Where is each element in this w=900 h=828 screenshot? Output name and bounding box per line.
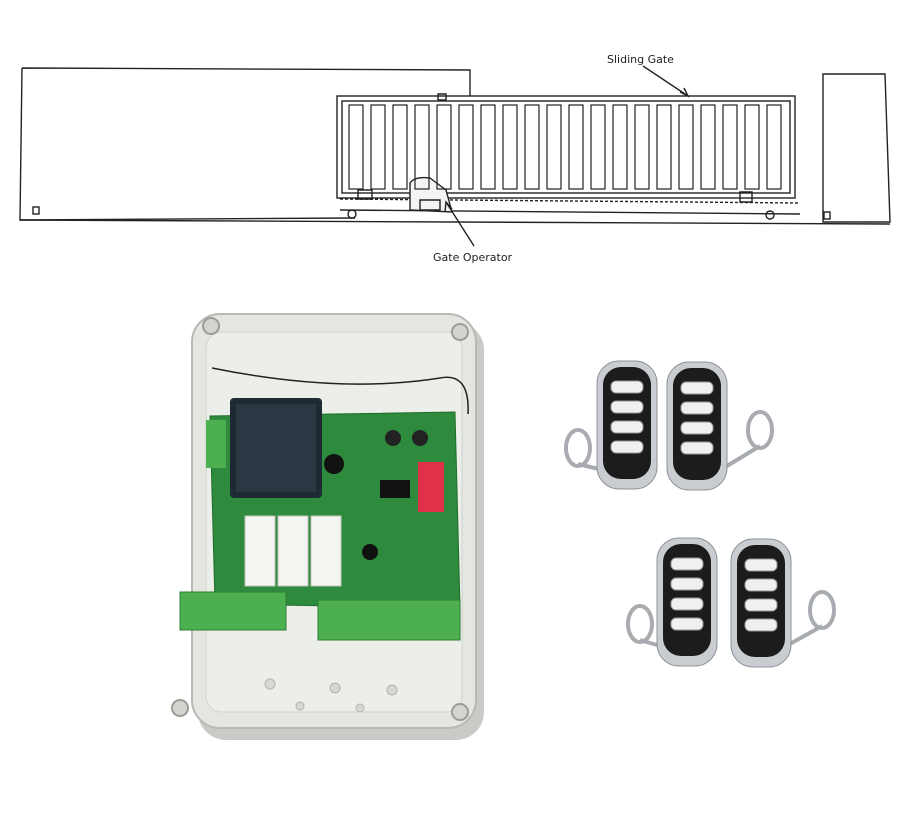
gate-bar [568, 104, 584, 190]
remote-control [564, 360, 658, 490]
gate-bar [634, 104, 650, 190]
sliding-gate-label: Sliding Gate [607, 53, 674, 66]
screw-holes [171, 317, 469, 721]
gate-bar [700, 104, 716, 190]
gate-diagram [19, 65, 891, 247]
gate-bar [744, 104, 760, 190]
terminal-block-right [317, 599, 461, 641]
gate-bar [480, 104, 496, 190]
gate-bar [590, 104, 606, 190]
gate-bar [414, 104, 430, 190]
gate-bar [392, 104, 408, 190]
gate-bar [348, 104, 364, 190]
gate-operator-arrow [445, 201, 475, 247]
gate-operator-label: Gate Operator [433, 251, 513, 264]
gate-bar [656, 104, 672, 190]
gate-bar [612, 104, 628, 190]
gate-bar [370, 104, 386, 190]
gate-bar [458, 104, 474, 190]
gate-bar [502, 104, 518, 190]
dip-switch [418, 462, 444, 512]
gate-bars [348, 104, 782, 190]
gate-bar [766, 104, 782, 190]
sliding-gate-arrow [642, 65, 689, 97]
gate-bar [722, 104, 738, 190]
gate-bar [436, 104, 452, 190]
antenna-wire [211, 367, 469, 415]
control-box [171, 313, 484, 740]
gate-bar [678, 104, 694, 190]
left-wall [19, 67, 471, 221]
ground-line [19, 219, 891, 225]
remote-control [730, 538, 836, 668]
terminal-block-left [179, 591, 287, 631]
right-post [822, 73, 891, 223]
gate-bar [524, 104, 540, 190]
gate-frame [336, 95, 796, 199]
remote-control [666, 361, 774, 491]
remote-controls [564, 360, 836, 668]
remote-control [626, 537, 718, 667]
relays [244, 515, 342, 587]
gate-bar [546, 104, 562, 190]
